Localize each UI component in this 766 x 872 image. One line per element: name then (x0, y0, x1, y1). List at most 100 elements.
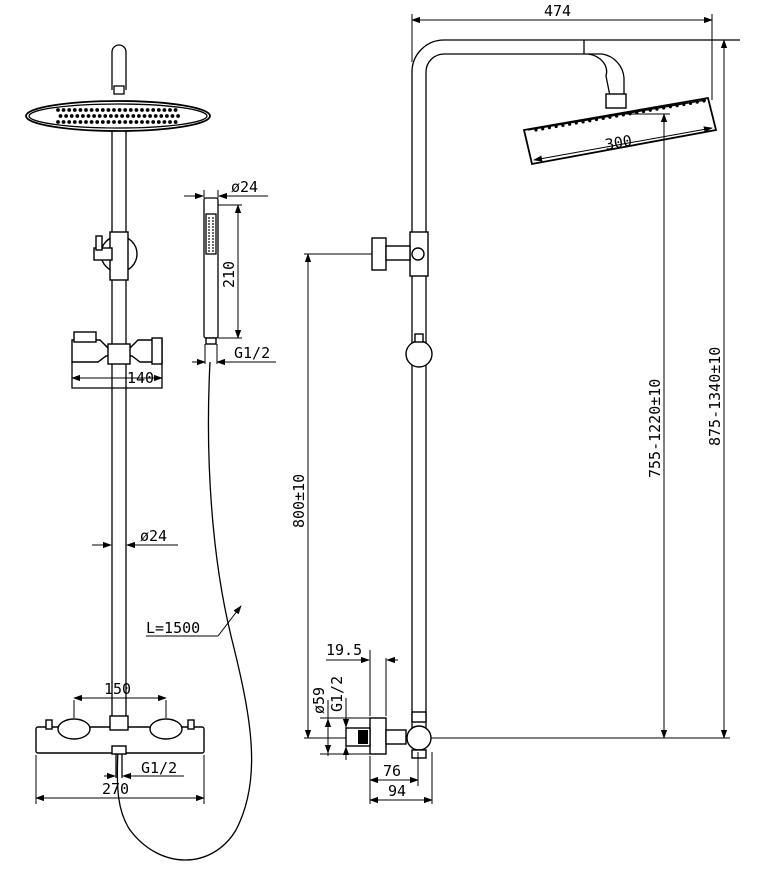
side-nozzle-dot (588, 119, 592, 123)
diverter-knob (93, 231, 138, 281)
arm-elbow-inner (587, 53, 611, 97)
dim-label-875: 875-1340±10 (706, 347, 724, 446)
hand-nozzle-dot (208, 232, 210, 234)
dim-label-inlet-thread: G1/2 (328, 676, 346, 712)
head-swivel (605, 93, 627, 109)
dim-label-pipe-dia: ø24 (140, 527, 167, 545)
arm-inner (425, 53, 588, 730)
side-nozzle-dot (615, 114, 619, 118)
nozzle-dot (128, 120, 133, 124)
nozzle-dot (61, 120, 66, 124)
riser-top-cap (111, 44, 127, 90)
side-view: 474 300 800 (290, 2, 740, 804)
nozzle-dot (176, 114, 181, 118)
nozzle-dot (100, 108, 105, 112)
nozzle-dot (123, 108, 128, 112)
hand-nozzle-dot (212, 250, 214, 252)
hand-nozzle-dot (212, 238, 214, 240)
nozzle-dot (125, 114, 130, 118)
side-nozzle-dot (662, 106, 666, 110)
side-nozzle-dot (574, 121, 578, 125)
nozzle-dot (97, 114, 102, 118)
nozzle-dot (114, 114, 119, 118)
nozzle-dot (106, 108, 111, 112)
dim-label-270: 270 (102, 780, 129, 798)
nozzle-dot (95, 120, 100, 124)
hand-nozzle-dot (208, 235, 210, 237)
nozzle-dot (117, 108, 122, 112)
nozzle-dot (170, 114, 175, 118)
dim-label-hose-length: L=1500 (146, 619, 200, 637)
nozzle-dot (112, 108, 116, 112)
nozzle-dot (103, 114, 108, 118)
nozzle-dot (173, 108, 178, 112)
dim-label-hs-dia: ø24 (231, 178, 258, 196)
nozzle-dot (89, 120, 94, 124)
nozzle-dot (134, 108, 139, 112)
side-nozzle-dot (635, 111, 639, 115)
nozzle-dot (140, 120, 144, 124)
nozzle-dot (109, 114, 113, 118)
nozzle-dot (92, 114, 96, 118)
side-nozzle-dot (695, 100, 699, 104)
nozzle-dot (100, 120, 105, 124)
nozzle-dot (64, 114, 68, 118)
hand-nozzle-dot (208, 229, 210, 231)
nozzle-dot (159, 114, 164, 118)
hand-nozzle-dot (212, 223, 214, 225)
hand-nozzle-dot (208, 247, 210, 249)
side-nozzle-dot (655, 107, 659, 111)
nozzle-dot (168, 108, 172, 112)
nozzle-dot (153, 114, 158, 118)
hand-shower: ø24 210 G1/2 (184, 178, 276, 366)
nozzle-dot (84, 108, 88, 112)
hand-nozzle-dot (212, 241, 214, 243)
side-nozzle-dot (688, 101, 693, 105)
nozzle-dot (156, 120, 161, 124)
nozzle-dot (151, 120, 156, 124)
side-nozzle-dot (675, 104, 679, 108)
hand-nozzle-dot (212, 220, 214, 222)
dim-label-755: 755-1220±10 (646, 379, 664, 478)
nozzle-dot (81, 114, 85, 118)
side-nozzle-dot (534, 128, 538, 132)
nozzle-dot (142, 114, 147, 118)
hand-nozzle-dot (208, 223, 210, 225)
nozzle-dot (89, 108, 94, 112)
nozzle-dot (72, 108, 77, 112)
hand-nozzle-dot (212, 244, 214, 246)
dim-line-300 (533, 126, 713, 162)
nozzle-dot (58, 114, 63, 118)
side-nozzle-dot (541, 127, 545, 131)
nozzle-dot (120, 114, 124, 118)
nozzle-dot (145, 108, 150, 112)
hand-nozzle-dot (208, 226, 210, 228)
nozzle-dot (165, 114, 169, 118)
nozzle-dot (75, 114, 80, 118)
hand-nozzle-dot (212, 217, 214, 219)
nozzle-dot (140, 108, 144, 112)
nozzle-dot (56, 108, 60, 112)
hand-nozzle-dot (208, 241, 210, 243)
nozzle-dot (84, 120, 88, 124)
front-view: 140 ø24 L=1500 150 (25, 44, 253, 861)
nozzle-dot (69, 114, 74, 118)
nozzle-dot (131, 114, 136, 118)
nozzle-dot (137, 114, 141, 118)
nozzle-dot (156, 108, 161, 112)
dim-label-flange-dia: ø59 (310, 687, 328, 714)
hose (116, 361, 253, 861)
side-nozzle-dot (547, 126, 552, 130)
arm-outer (411, 39, 740, 730)
hand-nozzle-dot (212, 235, 214, 237)
side-nozzle-dot (594, 117, 599, 122)
dim-label-19-5: 19.5 (326, 641, 362, 659)
nozzle-dot (67, 120, 72, 124)
nozzle-dot (162, 108, 167, 112)
hand-nozzle-dot (208, 250, 210, 252)
nozzle-dot (128, 108, 133, 112)
nozzle-dot (112, 120, 116, 124)
hand-nozzle-dot (208, 217, 210, 219)
